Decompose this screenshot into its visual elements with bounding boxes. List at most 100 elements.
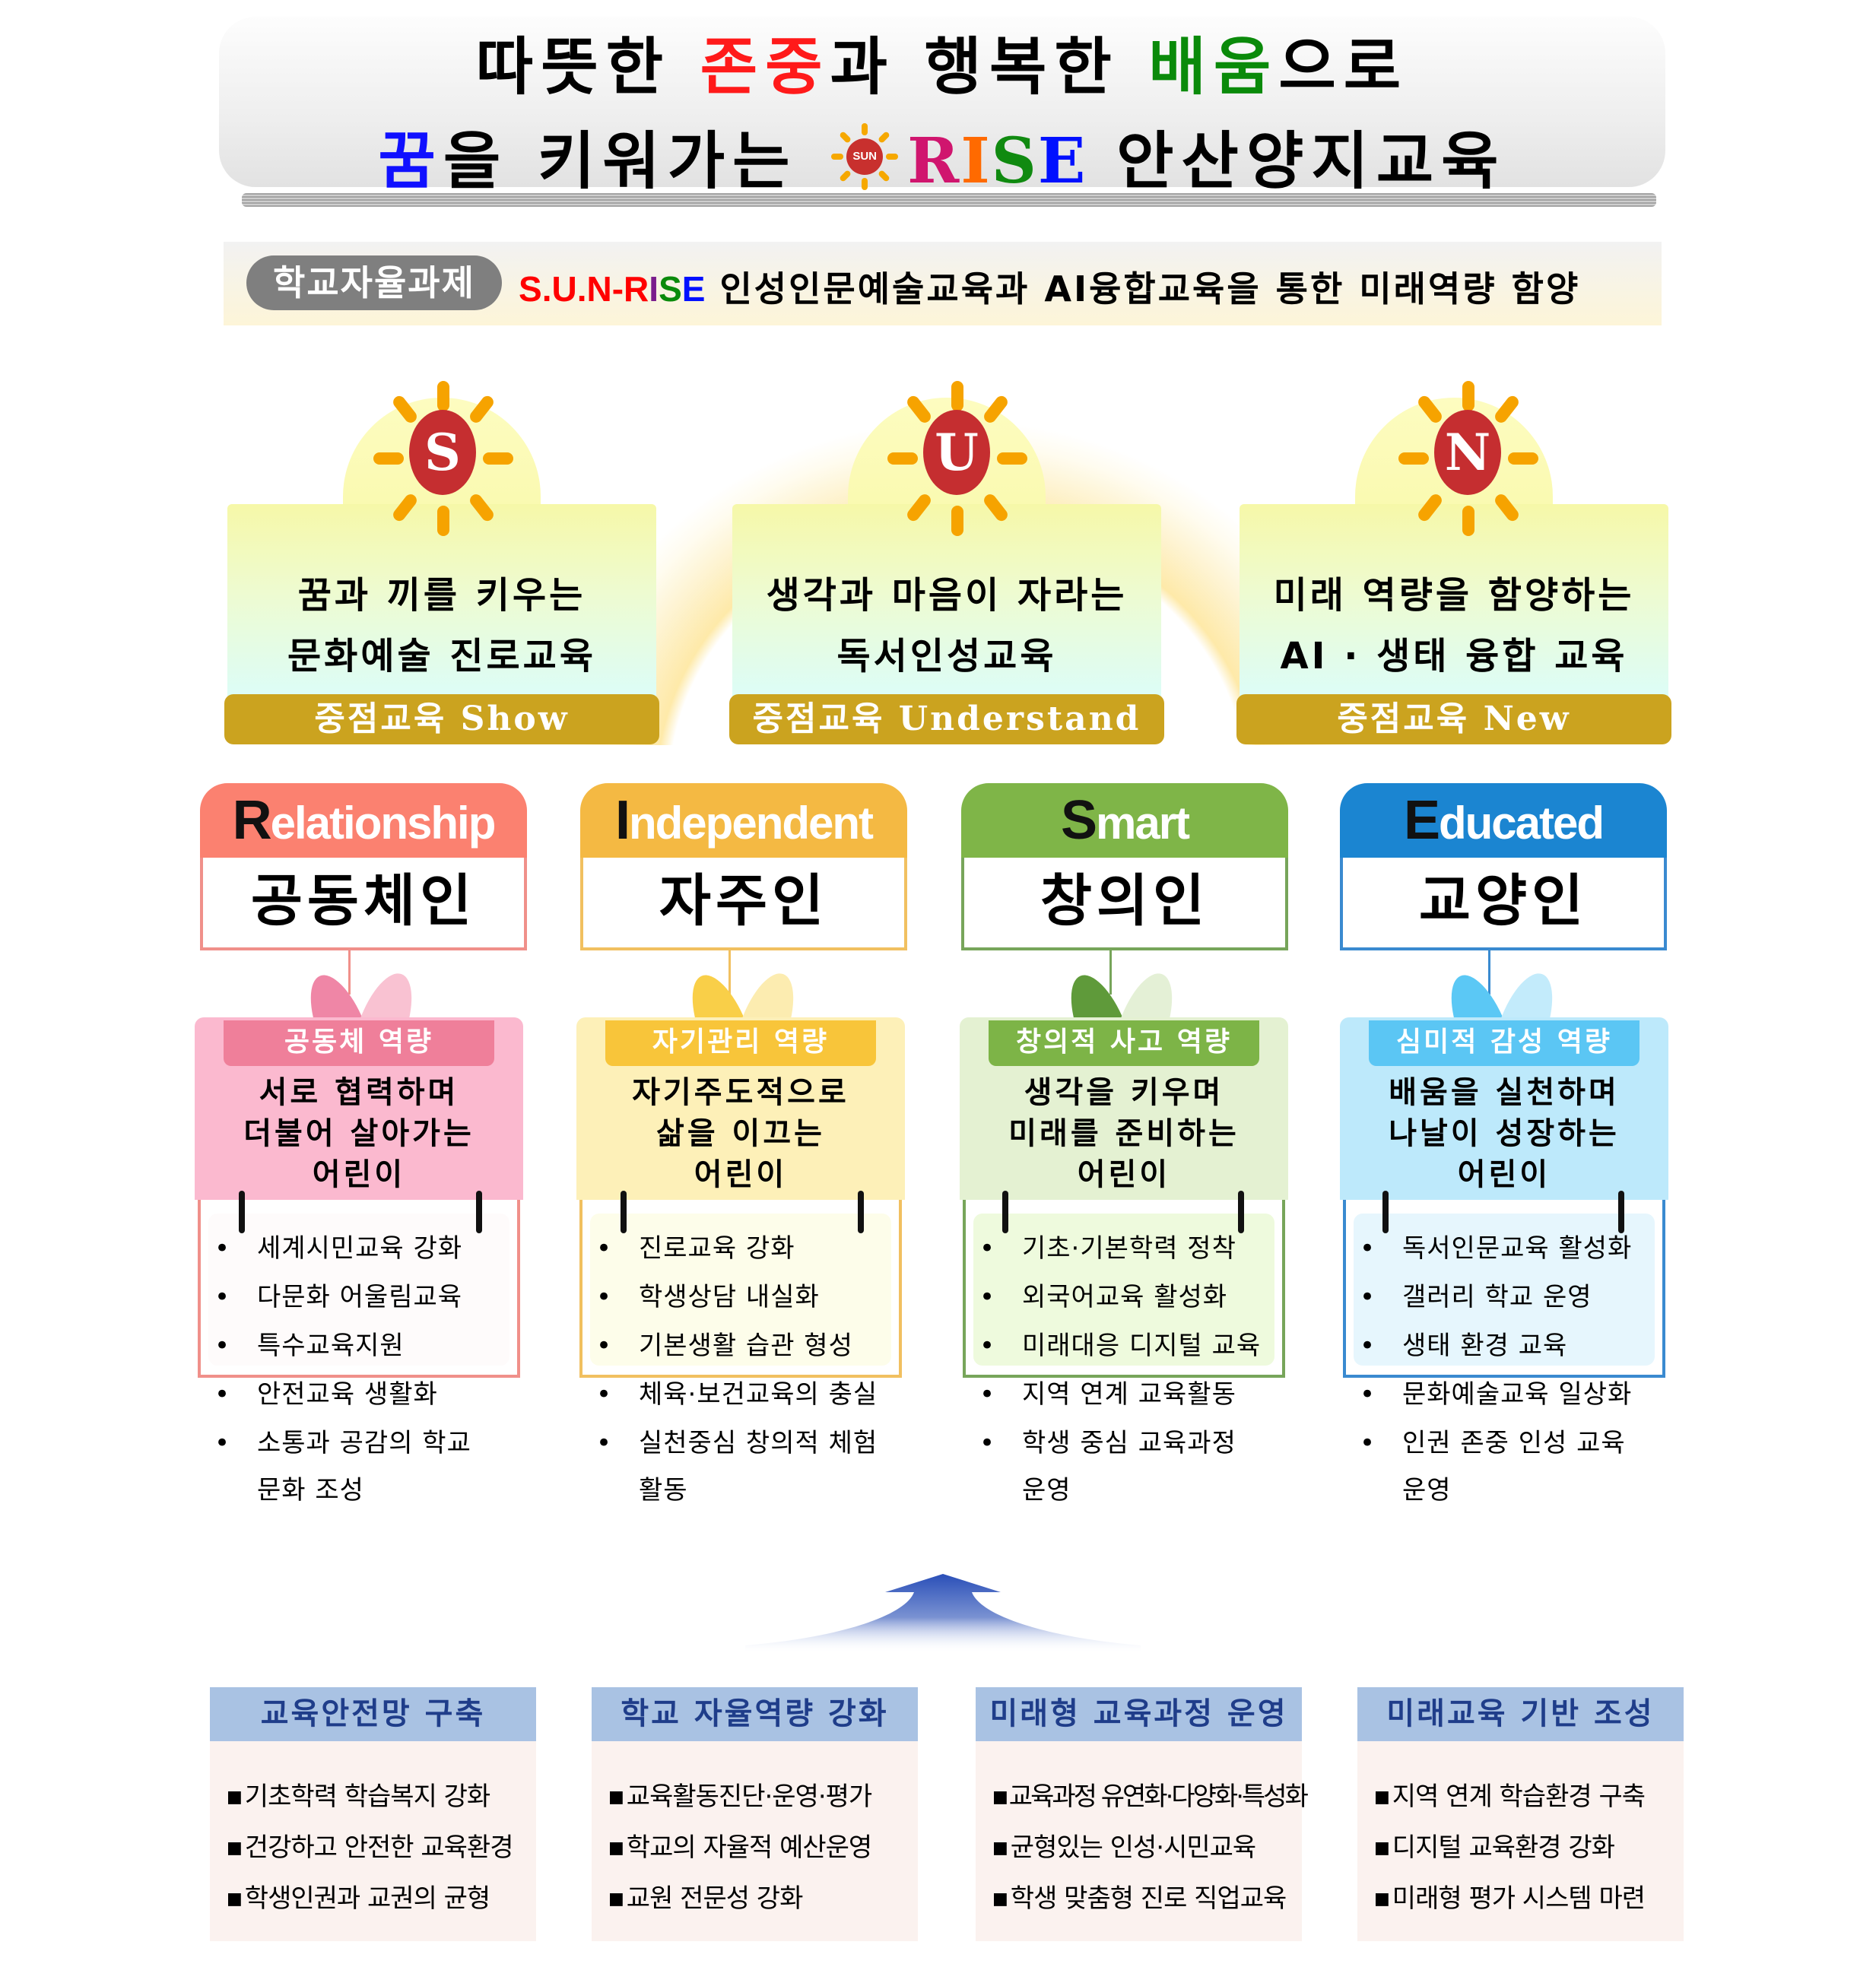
strategy-box-title: 미래교육 기반 조성 [1357,1687,1684,1741]
focus-card-band: 중점교육 Show [224,694,659,744]
sun-s-icon: S [367,376,519,536]
focus-card-show: 꿈과 끼를 키우는 문화예술 진로교육 중점교육 Show [224,398,659,746]
title-text-2: 과 행복한 [830,31,1149,103]
strategy-box-safety-net: 교육안전망 구축 기초학력 학습복지 강화 건강하고 안전한 교육환경 학생인권… [210,1687,536,1941]
action-item: 미래대응 디지털 교육 [979,1321,1261,1370]
pillar-heading: Smart [961,783,1288,858]
strategy-item: 균형있는 인성·시민교육 [992,1823,1302,1874]
focus-card-line-1: 꿈과 끼를 키우는 [297,574,586,617]
action-list: 세계시민교육 강화 다문화 어울림교육 특수교육지원 안전교육 생활화 소통과 … [198,1200,520,1505]
sun-rise-label: S.U.N-RISE [519,269,706,309]
focus-card-line-1: 미래 역량을 함양하는 [1273,574,1635,617]
upward-arrow-icon [745,1574,1141,1653]
autonomous-task-band: 학교자율과제 S.U.N-RISE 인성인문예술교육과 AI융합교육을 통한 미… [224,242,1662,325]
title-highlight-learning: 배움 [1148,31,1279,103]
strategy-item: 기초학력 학습복지 강화 [227,1772,536,1823]
binder-ring-icon [1002,1191,1008,1233]
title-banner: 따뜻한 존중과 행복한 배움으로 꿈을 키워가는 SUN RISE 안산양지교육 [219,17,1665,193]
title-text-3: 으로 [1278,31,1409,103]
focus-card-band: 중점교육 Understand [729,694,1164,744]
strategy-box-future-foundation: 미래교육 기반 조성 지역 연계 학습환경 구축 디지털 교육환경 강화 미래형… [1357,1687,1684,1941]
title-highlight-dream: 꿈 [378,125,443,198]
strategy-box-title: 미래형 교육과정 운영 [976,1687,1302,1741]
action-item: 갤러리 학교 운영 [1360,1273,1632,1321]
autonomous-task-pill: 학교자율과제 [246,255,502,310]
action-list: 진로교육 강화 학생상담 내실화 기본생활 습관 형성 체육·보건교육의 충실 … [579,1200,902,1505]
action-item: 세계시민교육 강화 [214,1224,471,1273]
action-item: 특수교육지원 [214,1321,471,1370]
pillar-heading: Independent [580,783,907,858]
focus-card-line-2: 독서인성교육 [836,635,1057,677]
competency-label: 심미적 감성 역량 [1369,1020,1640,1066]
action-item: 문화예술교육 일상화 [1360,1370,1632,1419]
action-item: 독서인문교육 활성화 [1360,1224,1632,1273]
focus-card-line-2: AI · 생태 융합 교육 [1280,635,1628,677]
action-item: 외국어교육 활성화 [979,1273,1261,1321]
focus-card-band: 중점교육 New [1236,694,1671,744]
strategy-box-title: 학교 자율역량 강화 [592,1687,918,1741]
strategy-item: 학생 맞춤형 진로 직업교육 [992,1874,1302,1924]
focus-card-line-1: 생각과 마음이 자라는 [766,574,1128,617]
sun-u-icon: U [881,376,1033,536]
binder-ring-icon [1618,1191,1624,1233]
strategy-item: 학교의 자율적 예산운영 [608,1823,918,1874]
competency-label: 자기관리 역량 [605,1020,876,1066]
strategy-item: 교원 전문성 강화 [608,1874,918,1924]
title-line-2: 꿈을 키워가는 SUN RISE 안산양지교육 [219,123,1665,193]
binder-ring-icon [621,1191,627,1233]
strategy-item: 디지털 교육환경 강화 [1374,1823,1684,1874]
sun-logo-icon: SUN [827,123,903,190]
pillar-heading: Relationship [200,783,527,858]
action-list: 독서인문교육 활성화 갤러리 학교 운영 생태 환경 교육 문화예술교육 일상화… [1343,1200,1665,1505]
pillar-heading: Educated [1340,783,1667,858]
binder-ring-icon [1238,1191,1244,1233]
pillar-name: 교양인 [1340,858,1667,950]
strategy-box-future-curriculum: 미래형 교육과정 운영 교육과정 유연화·다양화·특성화 균형있는 인성·시민교… [976,1687,1309,1941]
action-item: 기초·기본학력 정착 [979,1224,1261,1273]
strategy-box-title: 교육안전망 구축 [210,1687,536,1741]
strategy-item: 지역 연계 학습환경 구축 [1374,1772,1684,1823]
action-item: 진로교육 강화 [596,1224,878,1273]
strategy-item: 미래형 평가 시스템 마련 [1374,1874,1684,1924]
binder-ring-icon [1382,1191,1389,1233]
binder-ring-icon [858,1191,864,1233]
focus-card-line-2: 문화예술 진로교육 [287,635,596,677]
sun-n-icon: N [1392,376,1544,536]
action-item: 안전교육 생활화 [214,1370,471,1419]
action-item: 지역 연계 교육활동 [979,1370,1261,1419]
autonomous-task-description: 인성인문예술교육과 AI융합교육을 통한 미래역량 함양 [719,268,1581,309]
title-school-name: 안산양지교육 [1116,125,1506,198]
strategy-item: 교육활동진단·운영·평가 [608,1772,918,1823]
competency-label: 공동체 역량 [224,1020,494,1066]
strategy-item: 학생인권과 교권의 균형 [227,1874,536,1924]
autonomous-task-text: S.U.N-RISE 인성인문예술교육과 AI융합교육을 통한 미래역량 함양 [519,262,1580,312]
focus-card-understand: 생각과 마음이 자라는 독서인성교육 중점교육 Understand [729,398,1164,746]
action-item: 생태 환경 교육 [1360,1321,1632,1370]
title-text-1: 따뜻한 [475,31,700,103]
action-item: 기본생활 습관 형성 [596,1321,878,1370]
rise-wordmark: RISE [907,125,1087,198]
title-highlight-respect: 존중 [700,31,830,103]
title-shadow-bar [242,193,1656,207]
action-item: 학생상담 내실화 [596,1273,878,1321]
title-text-4: 을 키워가는 [443,125,798,198]
pillar-name: 공동체인 [200,858,527,950]
binder-ring-icon [476,1191,482,1233]
competency-label: 창의적 사고 역량 [989,1020,1259,1066]
pillar-name: 자주인 [580,858,907,950]
action-item: 다문화 어울림교육 [214,1273,471,1321]
focus-card-new: 미래 역량을 함양하는 AI · 생태 융합 교육 중점교육 New [1236,398,1671,746]
sun-logo-text: SUN [846,138,884,175]
binder-ring-icon [239,1191,245,1233]
action-item: 체육·보건교육의 충실 [596,1370,878,1419]
